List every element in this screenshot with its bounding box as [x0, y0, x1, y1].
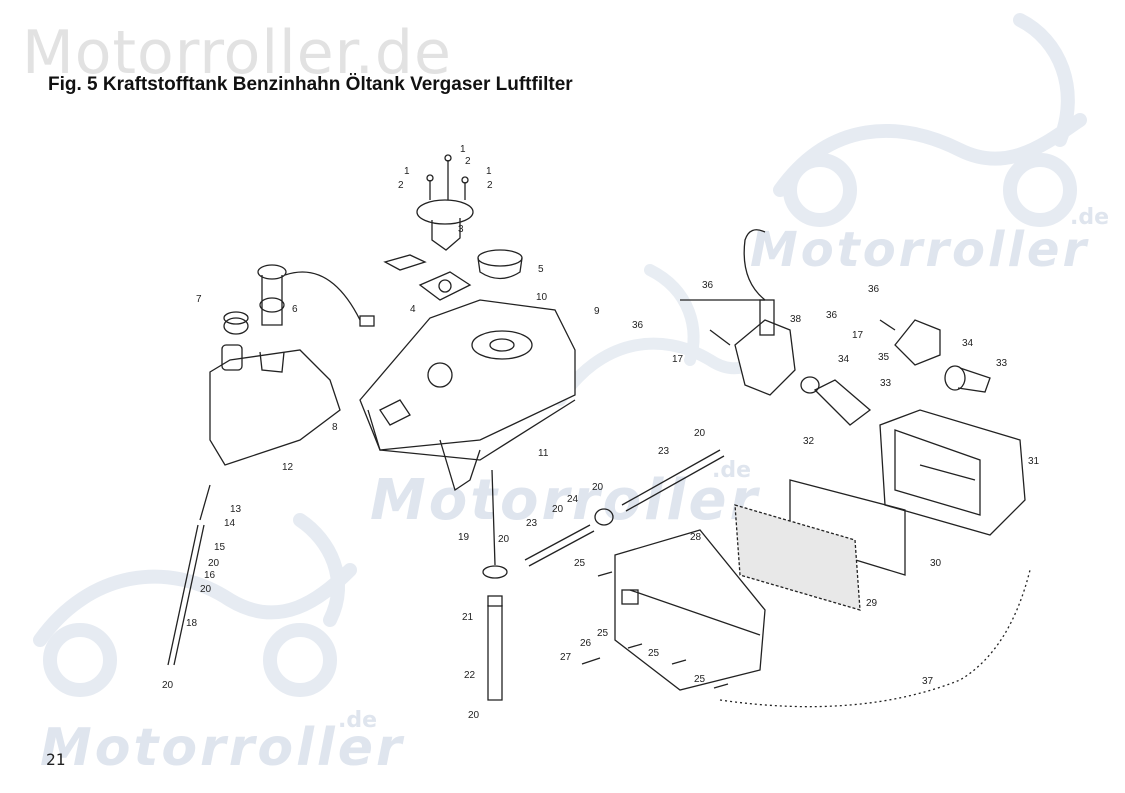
- part-label-15: 15: [214, 542, 226, 553]
- part-label-36: 36: [868, 284, 880, 295]
- fuel-tank-part: [359, 299, 576, 492]
- part-label-31: 31: [1028, 456, 1040, 467]
- watermark-top: Motorroller.de: [22, 18, 452, 88]
- part-label-26: 26: [580, 638, 592, 649]
- figure-title: Fig. 5 Kraftstofftank Benzinhahn Öltank …: [48, 74, 573, 95]
- part-label-29: 29: [866, 598, 878, 609]
- cover-screws-part: [581, 571, 729, 689]
- carburetor-detail-part: [879, 319, 941, 366]
- part-label-37: 37: [922, 676, 934, 687]
- watermark-suffix-right: .de: [1070, 205, 1110, 230]
- scooter-watermark-icon: [33, 513, 357, 697]
- part-label-36: 36: [702, 280, 714, 291]
- part-label-1: 1: [404, 166, 410, 177]
- sender-unit-part: [383, 254, 427, 271]
- part-label-18: 18: [186, 618, 198, 629]
- part-label-2: 2: [465, 156, 471, 167]
- part-label-23: 23: [526, 518, 538, 529]
- filter-element-part: [734, 504, 861, 611]
- part-label-5: 5: [538, 264, 544, 275]
- gasket-part: [418, 271, 472, 301]
- part-label-20: 20: [592, 482, 604, 493]
- part-label-14: 14: [224, 518, 236, 529]
- watermark-logo-bottom: Motorroller: [40, 718, 405, 778]
- scooter-watermark-icon: [773, 13, 1087, 227]
- part-label-23: 23: [658, 446, 670, 457]
- watermark-logo-center: Motorroller: [370, 468, 760, 533]
- part-label-25: 25: [648, 648, 660, 659]
- part-label-20: 20: [498, 534, 510, 545]
- part-label-10: 10: [536, 292, 548, 303]
- part-label-1: 1: [460, 144, 466, 155]
- watermark-logo-text: Motorroller: [750, 222, 1090, 278]
- intake-hose-part: [800, 365, 991, 426]
- watermark-suffix-bottom: .de: [338, 708, 378, 733]
- part-label-11: 11: [538, 448, 549, 459]
- fuel-line-part: [167, 449, 725, 701]
- part-label-8: 8: [332, 422, 338, 433]
- watermark-logo-text: Motorroller: [40, 718, 405, 778]
- part-label-20: 20: [468, 710, 480, 721]
- watermark-logo-right: Motorroller: [750, 222, 1089, 278]
- part-label-17: 17: [852, 330, 864, 341]
- part-labels: 1 2 1 2 1 2 3 5 4 6 7 10 9 8 12 11 13 14…: [162, 144, 1040, 721]
- part-label-30: 30: [930, 558, 942, 569]
- part-label-1: 1: [486, 166, 492, 177]
- part-label-36: 36: [632, 320, 644, 331]
- part-label-19: 19: [458, 532, 470, 543]
- part-label-36: 36: [826, 310, 838, 321]
- part-label-7: 7: [196, 294, 202, 305]
- frame-outline-part: [719, 569, 1031, 708]
- filter-cover-part: [614, 529, 766, 691]
- part-label-25: 25: [694, 674, 706, 685]
- part-label-4: 4: [410, 304, 416, 315]
- parts-drawing: [167, 154, 1031, 708]
- part-label-35: 35: [878, 352, 890, 363]
- fuel-cap-part: [477, 249, 523, 280]
- part-label-2: 2: [398, 180, 404, 191]
- part-label-17: 17: [672, 354, 684, 365]
- part-label-28: 28: [690, 532, 702, 543]
- part-label-20: 20: [694, 428, 706, 439]
- part-label-32: 32: [803, 436, 815, 447]
- page-number: 21: [46, 750, 66, 769]
- air-filter-housing-part: [879, 409, 1026, 536]
- part-label-20: 20: [200, 584, 212, 595]
- part-label-25: 25: [574, 558, 586, 569]
- part-label-34: 34: [838, 354, 850, 365]
- watermark-suffix-center: .de: [712, 458, 752, 483]
- part-label-25: 25: [597, 628, 609, 639]
- part-label-27: 27: [560, 652, 572, 663]
- part-label-22: 22: [464, 670, 476, 681]
- part-label-38: 38: [790, 314, 802, 325]
- part-label-9: 9: [594, 306, 600, 317]
- part-label-24: 24: [567, 494, 579, 505]
- filter-gasket-part: [789, 479, 906, 576]
- part-label-34: 34: [962, 338, 974, 349]
- part-label-21: 21: [462, 612, 474, 623]
- part-label-33: 33: [996, 358, 1008, 369]
- part-label-20: 20: [208, 558, 220, 569]
- part-label-16: 16: [204, 570, 216, 581]
- carburetor-part: [680, 229, 796, 396]
- part-label-20: 20: [552, 504, 564, 515]
- part-label-33: 33: [880, 378, 892, 389]
- part-label-12: 12: [282, 462, 294, 473]
- watermark-logo-text: Motorroller: [370, 468, 761, 533]
- part-label-13: 13: [230, 504, 242, 515]
- part-label-6: 6: [292, 304, 298, 315]
- tank-cover-part: [416, 154, 474, 251]
- part-label-3: 3: [458, 224, 464, 235]
- part-label-2: 2: [487, 180, 493, 191]
- part-label-20: 20: [162, 680, 174, 691]
- oil-tank-part: [209, 264, 375, 466]
